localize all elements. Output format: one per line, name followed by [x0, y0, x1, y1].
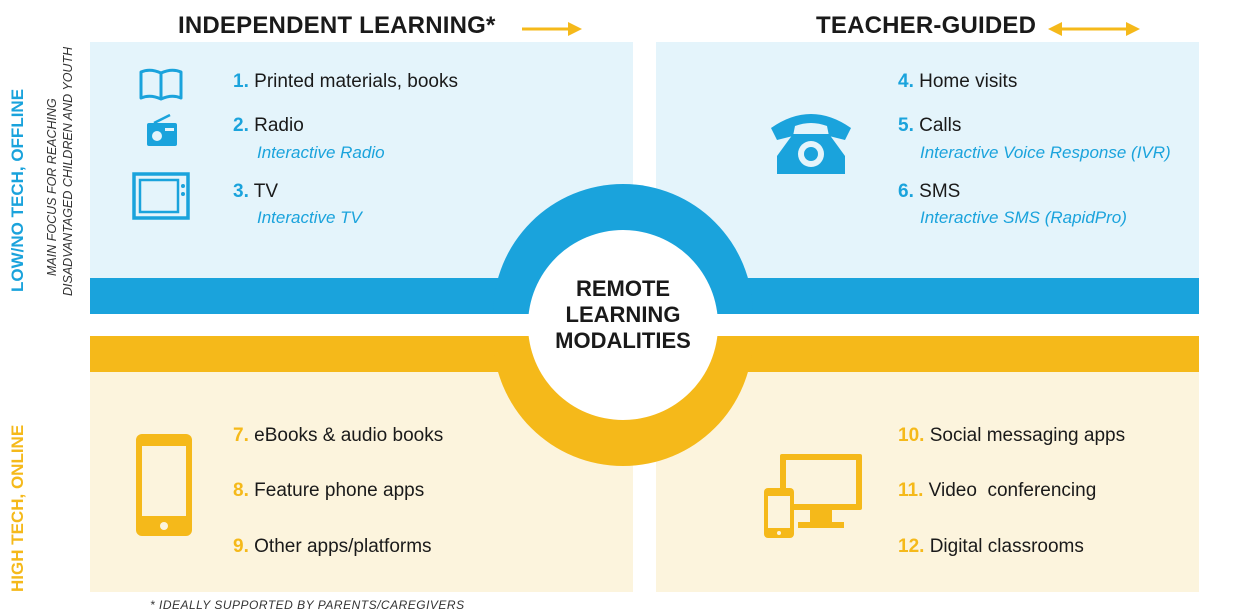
center-title-line3: MODALITIES: [555, 328, 691, 353]
item-label: Feature phone apps: [254, 480, 425, 501]
center-title-line2: LEARNING: [565, 302, 681, 327]
center-circle: [528, 230, 718, 420]
item-label: SMS: [919, 181, 961, 202]
list-item-2: 2. Radio: [233, 114, 304, 138]
item-label: Radio: [254, 115, 304, 136]
item-number: 6.: [898, 181, 914, 202]
item-number: 11.: [898, 480, 924, 501]
item-3-subtitle: Interactive TV: [257, 208, 362, 227]
item-number: 2.: [233, 115, 249, 136]
item-label: eBooks & audio books: [254, 425, 444, 446]
item-label: Home visits: [919, 71, 1018, 92]
item-label: Printed materials, books: [254, 71, 458, 92]
item-label: TV: [253, 181, 279, 202]
footnote: * IDEALLY SUPPORTED BY PARENTS/CAREGIVER…: [150, 598, 465, 612]
item-number: 3.: [233, 181, 249, 202]
arrow-double-icon: [1048, 22, 1140, 36]
item-label: Video conferencing: [928, 480, 1097, 501]
list-item-9: 9. Other apps/platforms: [233, 535, 432, 559]
list-item-12: 12. Digital classrooms: [898, 535, 1084, 559]
list-item-8: 8. Feature phone apps: [233, 479, 424, 503]
tv-icon: [132, 172, 190, 220]
header-independent-learning: INDEPENDENT LEARNING*: [178, 12, 496, 39]
arrow-right-icon: [522, 22, 582, 36]
item-number: 9.: [233, 536, 249, 557]
tablet-icon: [136, 434, 192, 536]
quadrant-teacher-lowtech: [656, 42, 1199, 278]
side-note-line2: DISADVANTAGED CHILDREN AND YOUTH: [61, 46, 75, 296]
list-item-11: 11. Video conferencing: [898, 479, 1096, 503]
item-number: 7.: [233, 425, 249, 446]
item-number: 4.: [898, 71, 914, 92]
header-teacher-guided: TEACHER-GUIDED: [816, 12, 1037, 39]
list-item-6: 6. SMS: [898, 180, 960, 204]
list-item-3: 3. TV: [233, 180, 278, 204]
item-number: 12.: [898, 536, 925, 557]
list-item-4: 4. Home visits: [898, 70, 1017, 94]
item-label: Other apps/platforms: [254, 536, 432, 557]
item-6-subtitle: Interactive SMS (RapidPro): [920, 208, 1127, 227]
item-number: 8.: [233, 480, 249, 501]
side-note-line1: MAIN FOCUS FOR REACHING: [45, 98, 59, 276]
item-label: Calls: [919, 115, 962, 136]
quadrant-teacher-hightech: [656, 372, 1199, 592]
item-label: Social messaging apps: [929, 425, 1126, 446]
item-label: Digital classrooms: [929, 536, 1084, 557]
center-title-line1: REMOTE: [575, 276, 671, 301]
side-label-high-tech: HIGH TECH, ONLINE: [8, 424, 27, 592]
side-label-low-tech: LOW/NO TECH, OFFLINE: [8, 88, 27, 292]
item-number: 1.: [233, 71, 249, 92]
item-number: 5.: [898, 115, 914, 136]
list-item-5: 5. Calls: [898, 114, 961, 138]
list-item-1: 1. Printed materials, books: [233, 70, 458, 94]
list-item-10: 10. Social messaging apps: [898, 424, 1125, 448]
item-number: 10.: [898, 425, 925, 446]
center-title: REMOTE LEARNING MODALITIES: [553, 276, 693, 354]
list-item-7: 7. eBooks & audio books: [233, 424, 443, 448]
radio-icon: [147, 114, 177, 146]
item-2-subtitle: Interactive Radio: [257, 143, 385, 162]
computer-phone-icon: [764, 454, 862, 538]
item-5-subtitle: Interactive Voice Response (IVR): [920, 143, 1171, 162]
book-icon: [139, 68, 183, 101]
telephone-icon: [771, 114, 851, 174]
